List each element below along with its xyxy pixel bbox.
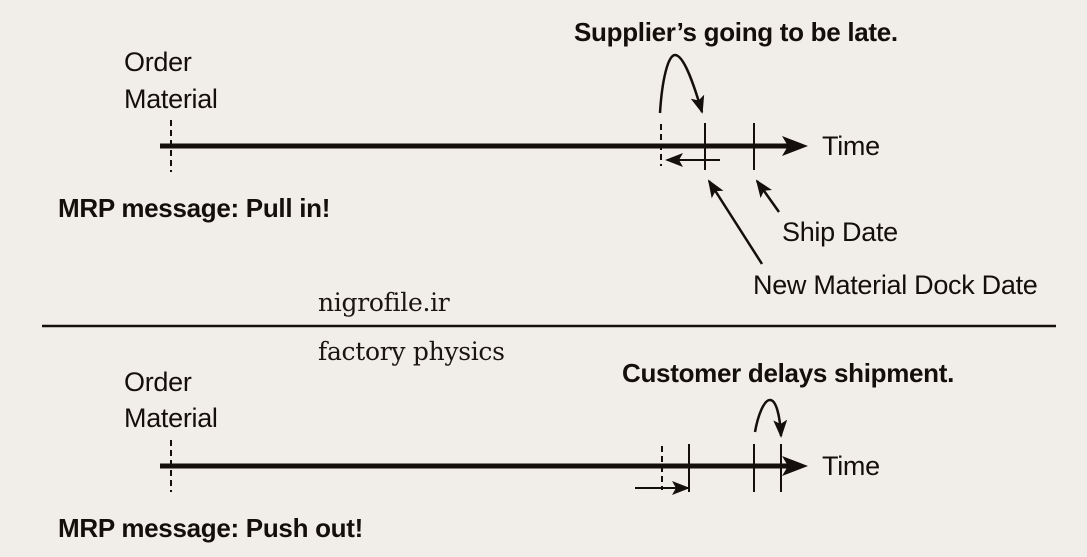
top-order-label-line1: Order: [124, 47, 192, 77]
top-time-arrowhead: [782, 136, 808, 156]
bottom-time-arrowhead: [782, 456, 808, 476]
ship-date-pointer-arrow: [755, 179, 781, 213]
bottom-timeline: [160, 398, 808, 495]
top-timeline: [160, 53, 808, 265]
dock-date-pointer-arrow: [707, 179, 764, 265]
bottom-order-label-line2: Material: [124, 403, 218, 433]
ship-date-label: Ship Date: [782, 217, 898, 247]
bottom-customer-delay-curved-arrow: [753, 398, 788, 438]
bottom-time-label: Time: [822, 451, 880, 481]
bottom-order-label-line1: Order: [124, 367, 192, 397]
top-order-label-line2: Material: [124, 84, 218, 114]
top-event-caption: Supplier’s going to be late.: [574, 17, 898, 47]
new-material-dock-date-label: New Material Dock Date: [753, 270, 1038, 300]
bottom-event-caption: Customer delays shipment.: [622, 358, 955, 388]
watermark-title: factory physics: [318, 337, 505, 366]
top-mrp-message: MRP message: Pull in!: [58, 193, 331, 223]
bottom-mrp-message: MRP message: Push out!: [58, 513, 363, 543]
top-supplier-late-curved-arrow: [658, 53, 705, 114]
top-time-label: Time: [822, 131, 880, 161]
watermark-site: nigrofile.ir: [318, 288, 450, 317]
